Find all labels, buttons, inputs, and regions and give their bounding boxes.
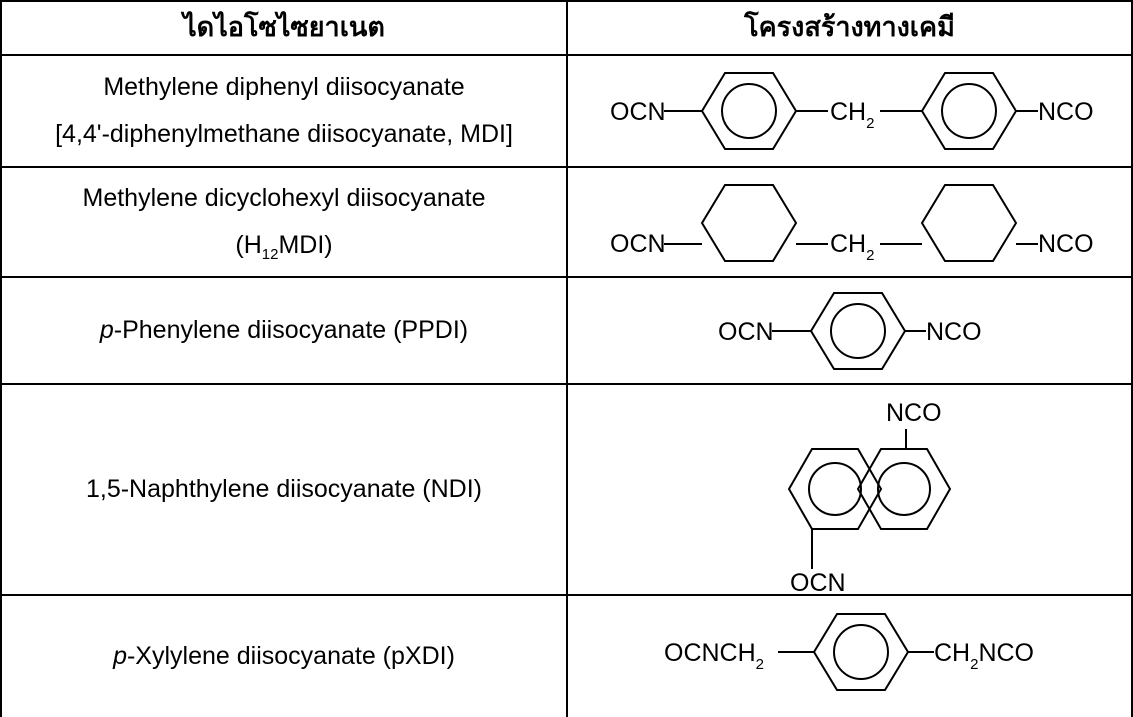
header-structure-label: โครงสร้างทางเคมี <box>744 12 955 44</box>
row-pxdi-name: p-Xylylene diisocyanate (pXDI) <box>2 596 566 717</box>
pxdi-ring-aromatic <box>833 624 889 680</box>
ndi-name: 1,5-Naphthylene diisocyanate (NDI) <box>85 474 483 503</box>
ppdi-left-group: OCN <box>718 318 774 346</box>
column-divider <box>566 0 568 717</box>
mdi-ring-2-aromatic <box>941 83 997 139</box>
row-ndi-name: 1,5-Naphthylene diisocyanate (NDI) <box>2 385 566 594</box>
h12mdi-ring-1 <box>700 184 798 262</box>
h12mdi-left-group: OCN <box>610 230 666 258</box>
row-mdi-name: Methylene diphenyl diisocyanate [4,4'-di… <box>2 56 566 166</box>
pxdi-right-group: CH2NCO <box>934 639 1034 673</box>
row-ppdi-name: p-Phenylene diisocyanate (PPDI) <box>2 278 566 383</box>
h12mdi-structure: OCN CH2 NCO <box>610 184 1094 264</box>
ndi-bottom-group: OCN <box>790 569 846 597</box>
ndi-ring-right <box>856 448 952 530</box>
h12mdi-ring-2 <box>920 184 1018 262</box>
mdi-name-line2: [4,4'-diphenylmethane diisocyanate, MDI] <box>55 120 513 148</box>
h12mdi-right-group: NCO <box>1038 230 1094 258</box>
mdi-right-group: NCO <box>1038 98 1094 126</box>
pxdi-structure: OCNCH2 CH2NCO <box>664 613 1034 691</box>
ndi-ring-left-aromatic <box>808 462 862 516</box>
ndi-top-group: NCO <box>886 399 942 427</box>
mdi-left-group: OCN <box>610 98 666 126</box>
header-diisocyanate-label: ไดไอโซไซยาเนต <box>183 12 385 44</box>
mdi-structure: OCN CH2 NCO <box>610 72 1094 150</box>
pxdi-name: p-Xylylene diisocyanate (pXDI) <box>113 641 455 670</box>
table-right-border <box>1131 0 1133 717</box>
pxdi-left-group: OCNCH2 <box>664 639 764 673</box>
ndi-ring-right-aromatic <box>877 462 931 516</box>
table-left-border <box>0 0 2 717</box>
h12mdi-name-line1: Methylene dicyclohexyl diisocyanate <box>82 183 486 212</box>
header-structure: โครงสร้างทางเคมี <box>568 2 1131 54</box>
ppdi-structure: OCN NCO <box>718 292 982 370</box>
ndi-structure: NCO OCN <box>787 399 952 597</box>
ppdi-ring-aromatic <box>830 303 886 359</box>
header-diisocyanate: ไดไอโซไซยาเนต <box>2 2 566 54</box>
row-h12mdi-name: Methylene dicyclohexyl diisocyanate (H12… <box>2 168 566 276</box>
ppdi-name: p-Phenylene diisocyanate (PPDI) <box>99 315 469 344</box>
mdi-bridge: CH2 <box>830 98 874 132</box>
ndi-ring-left <box>787 448 883 530</box>
mdi-ring-1-aromatic <box>721 83 777 139</box>
mdi-name-line1: Methylene diphenyl diisocyanate <box>103 72 465 101</box>
ppdi-right-group: NCO <box>926 318 982 346</box>
h12mdi-name-line2: (H12MDI) <box>235 231 333 263</box>
h12mdi-bridge: CH2 <box>830 230 874 264</box>
